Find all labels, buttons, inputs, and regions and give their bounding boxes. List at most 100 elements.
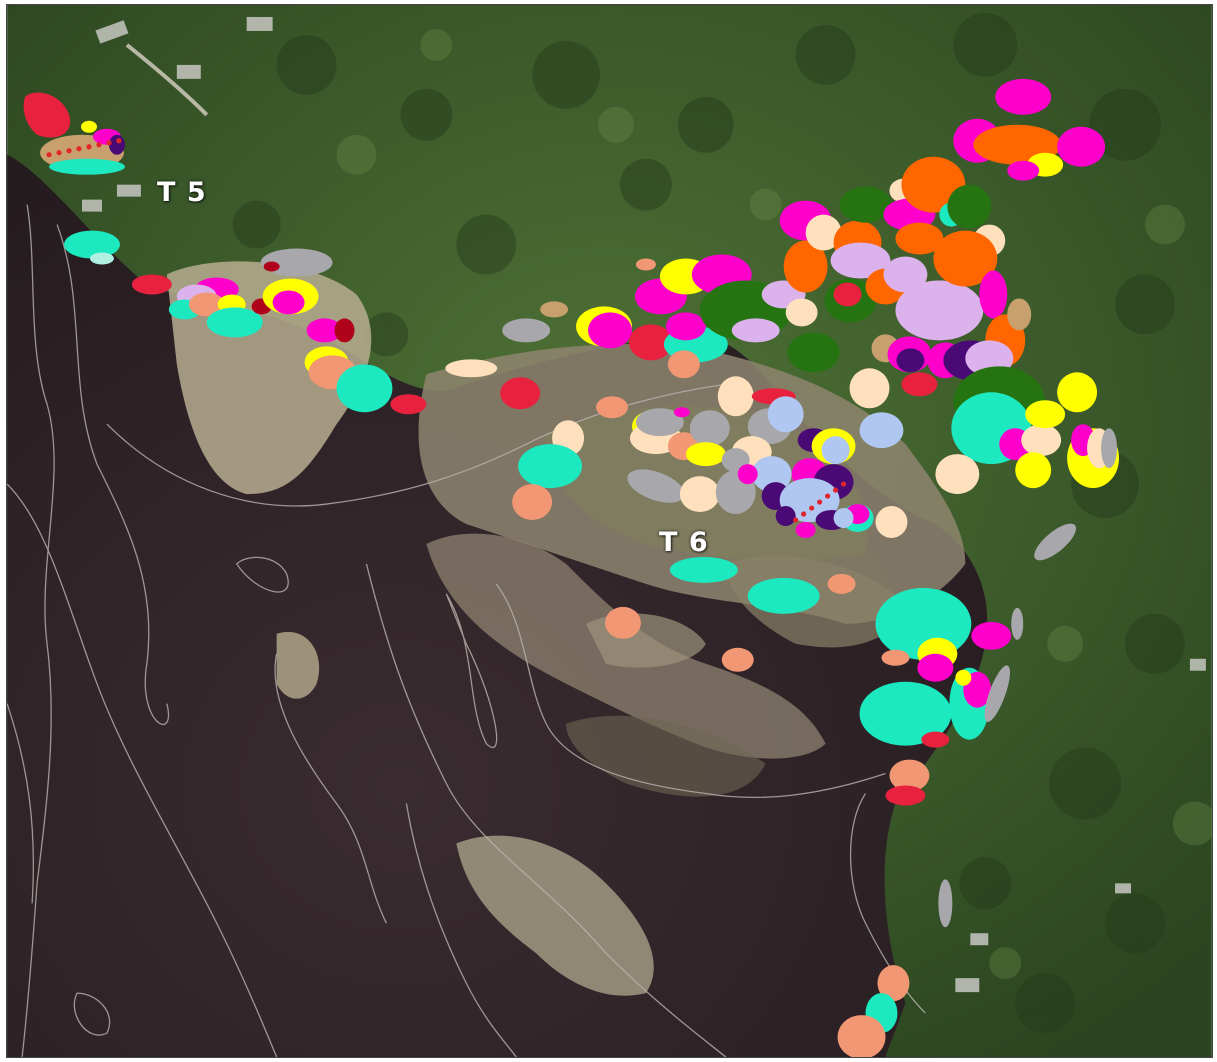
patch — [779, 478, 840, 523]
contour-lines — [7, 204, 926, 1057]
patch — [1101, 428, 1118, 469]
patch — [747, 577, 820, 614]
patch — [500, 377, 541, 410]
patch — [881, 649, 910, 666]
patch — [833, 508, 854, 529]
patch — [717, 376, 754, 417]
vegetation-patches — [23, 78, 1120, 1057]
patch — [512, 484, 553, 521]
patch — [783, 240, 828, 293]
patch — [108, 134, 125, 155]
transect-label-t5: T 5 — [157, 177, 207, 208]
patch — [933, 230, 998, 287]
patch — [689, 410, 730, 447]
patch — [685, 442, 726, 467]
patch — [731, 318, 780, 343]
patch — [131, 274, 172, 295]
patch — [859, 412, 904, 449]
patch — [667, 350, 700, 379]
patch — [206, 307, 263, 338]
patch — [445, 359, 498, 378]
patch — [921, 731, 950, 748]
patch — [49, 158, 125, 175]
patch — [896, 348, 925, 373]
patch — [839, 186, 892, 223]
patch — [260, 248, 333, 277]
patch — [721, 647, 754, 672]
patch — [1007, 160, 1040, 181]
patch — [518, 444, 583, 489]
houses-cluster — [82, 16, 1206, 993]
patch — [336, 364, 393, 413]
patch — [1057, 372, 1098, 413]
patch — [665, 312, 706, 341]
patch — [805, 214, 842, 251]
patch — [64, 230, 120, 259]
patch — [628, 324, 673, 361]
patch — [895, 222, 944, 255]
patch — [1015, 452, 1052, 489]
patch — [669, 556, 738, 583]
patch — [1057, 126, 1106, 167]
patch — [588, 312, 632, 349]
patch — [837, 1015, 886, 1057]
patch — [785, 298, 818, 327]
patch — [938, 879, 953, 928]
patch — [635, 258, 656, 271]
patch — [849, 368, 890, 409]
patch — [390, 394, 427, 415]
patch — [947, 184, 992, 229]
patch — [1011, 607, 1024, 640]
patch — [23, 92, 71, 138]
patch — [877, 965, 910, 1002]
patch — [833, 282, 862, 307]
patch — [984, 665, 1010, 722]
patch — [917, 653, 954, 682]
patch — [188, 292, 225, 317]
patch — [895, 280, 984, 341]
transect-lines — [46, 138, 847, 523]
patch — [859, 681, 952, 746]
patch — [885, 785, 926, 806]
forest-texture — [232, 12, 1185, 1034]
patch — [935, 454, 980, 495]
patch — [995, 78, 1052, 115]
patch — [821, 436, 850, 465]
patch — [883, 256, 928, 293]
patch — [971, 621, 1012, 650]
patch — [673, 407, 690, 418]
patch — [1007, 298, 1032, 331]
patch — [596, 396, 628, 419]
aerial-map: T 5 T 6 — [6, 4, 1213, 1058]
patch — [89, 252, 114, 265]
patch — [751, 456, 792, 493]
patch — [306, 318, 343, 343]
patch — [502, 318, 551, 343]
patch — [827, 573, 856, 594]
patch — [955, 669, 972, 686]
patch — [787, 332, 840, 373]
transect-label-t6: T 6 — [659, 527, 709, 558]
patch — [875, 506, 908, 538]
patch — [737, 464, 758, 485]
patch — [635, 408, 684, 437]
patch — [1021, 424, 1062, 457]
patch — [679, 476, 720, 513]
patch — [627, 469, 685, 503]
patch — [272, 290, 305, 315]
patch — [795, 522, 816, 538]
patch — [540, 301, 569, 318]
road — [125, 43, 209, 117]
patch — [263, 261, 280, 272]
map-canvas — [7, 5, 1212, 1057]
patch — [775, 506, 796, 527]
patch — [1034, 523, 1077, 561]
patch — [605, 606, 641, 639]
patch — [889, 759, 930, 792]
forest-highlights — [336, 28, 1212, 980]
patch — [767, 396, 804, 433]
patch — [81, 120, 97, 133]
patch — [334, 318, 355, 343]
patch — [979, 270, 1008, 319]
patch — [901, 372, 938, 397]
